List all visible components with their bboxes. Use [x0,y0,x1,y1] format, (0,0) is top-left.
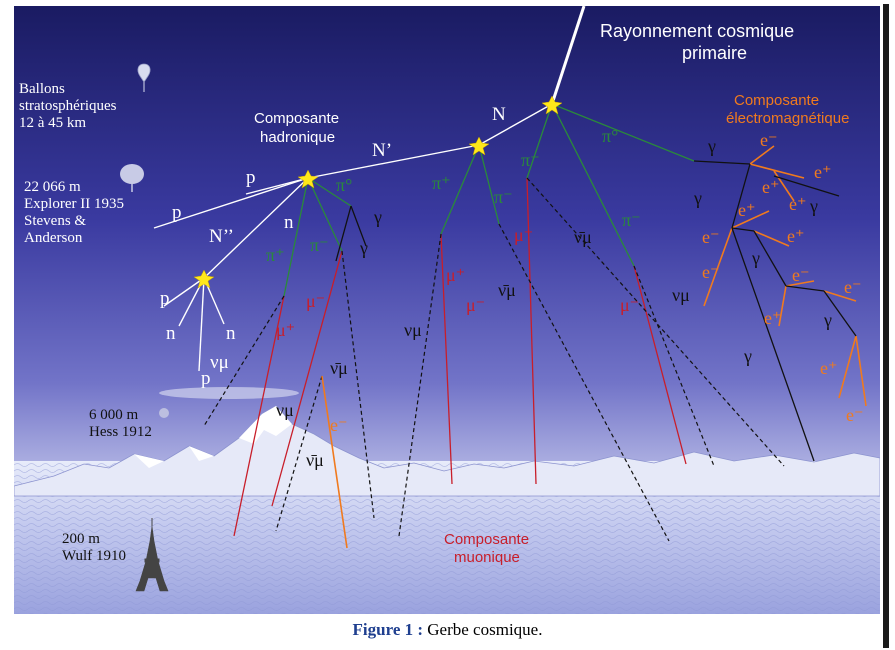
hess-balloon-icon [159,408,169,418]
wulf-label-line2: Wulf 1910 [62,548,126,564]
muonic-component-line2: muonique [454,549,520,566]
particle-pi-plus-2: π⁺ [266,245,285,265]
hadronic-tracks [153,103,553,372]
particle-e-minus-2: e⁻ [702,227,720,247]
particle-mu-minus-2: μ⁻ [466,295,485,315]
particle-e-plus-5: e⁺ [787,226,805,246]
explorer-label-line1: 22 066 m [24,179,81,195]
particle-pi-plus-1: π⁺ [432,173,451,193]
cosmic-shower-figure: Rayonnement cosmique primaire Composante… [14,6,880,614]
particle-p-2: p [172,202,182,223]
particle-nu-mu-bar-4: ν̄μ [306,450,324,470]
particle-e-minus-6: e⁻ [846,405,864,425]
cloud [159,387,299,399]
balloon-icon [137,63,151,92]
particle-nu-mu-4: νμ [276,400,294,420]
particle-gamma-2: γ [373,207,382,227]
particle-pi-minus-3: π⁻ [622,210,641,230]
muonic-component-line1: Composante [444,531,529,548]
particle-gamma-6: γ [751,248,760,268]
particle-e-plus-4: e⁺ [789,194,807,214]
particle-nu-mu-1: νμ [210,352,229,373]
hadronic-component-line2: hadronique [260,129,335,146]
particle-nu-mu-bar-2: ν̄μ [498,280,516,300]
figure-caption: Figure 1 : Gerbe cosmique. [0,620,895,640]
muon-tracks [233,177,687,537]
hadronic-component-line1: Composante [254,110,339,127]
particle-e-plus-6: e⁺ [764,308,782,328]
particle-e-minus-4: e⁻ [792,265,810,285]
particle-p-1: p [246,167,256,188]
particle-nu-mu-2: νμ [404,320,422,340]
em-component-line2: électromagnétique [726,110,849,127]
particle-mu-plus-3: μ⁺ [446,265,465,285]
particle-e-minus-5: e⁻ [844,277,862,297]
primary-ray-label-line1: Rayonnement cosmique [600,21,794,41]
explorer-label-line2: Explorer II 1935 [24,196,124,212]
pion-tracks [283,103,695,297]
page-right-border [883,4,889,648]
particle-pi0-2: π° [336,175,352,195]
figure-number: Figure 1 : [352,620,424,639]
explorer-label-line4: Anderson [24,230,83,246]
particle-gamma-8: γ [743,346,752,366]
balloons-label-line2: stratosphériques [19,98,117,114]
eiffel-tower-icon [135,518,169,592]
particle-nu-mu-3: νμ [672,285,690,305]
particle-mu-plus-1: μ⁺ [276,320,295,340]
particle-n-1: n [284,212,294,233]
particle-e-plus-7: e⁺ [820,358,838,378]
particle-mu-minus-3: μ⁻ [620,295,639,315]
particle-p-4: p [201,368,211,389]
gamma-tracks [335,160,857,462]
particle-N-prime: N’ [372,140,392,161]
particle-e-plus-3: e⁺ [738,200,756,220]
mountain-range [14,405,880,497]
particle-gamma-4: γ [693,188,702,208]
particle-e-minus-3: e⁻ [702,262,720,282]
primary-ray [550,6,586,105]
particle-nu-mu-bar-1: ν̄μ [574,227,592,247]
particle-e-plus-1: e⁺ [814,162,832,182]
particle-N: N [492,104,506,125]
particle-n-3: n [226,323,236,344]
primary-ray-label-line2: primaire [682,43,747,63]
particle-mu-minus-1: μ⁻ [306,291,325,311]
particle-gamma-1: γ [707,136,716,156]
em-component-line1: Composante [734,92,819,109]
particle-gamma-3: γ [359,238,368,258]
particle-N-double-prime: N’’ [209,226,234,247]
particle-e-minus-1: e⁻ [760,130,778,150]
electron-tracks [321,145,867,549]
wulf-label-line1: 200 m [62,531,100,547]
particle-pi-minus-4: π⁻ [310,235,329,255]
particle-e-minus-7: e⁻ [330,415,348,435]
balloons-label-line3: 12 à 45 km [19,115,86,131]
particle-gamma-5: γ [809,196,818,216]
balloons-label-line1: Ballons [19,81,65,97]
particle-pi-minus-1: π⁻ [521,150,540,170]
particle-e-plus-2: e⁺ [762,177,780,197]
particle-p-3: p [160,288,170,309]
explorer-label-line3: Stevens & [24,213,86,229]
particle-mu-plus-2: μ⁺ [514,225,533,245]
explorer-balloon-icon [120,164,144,192]
interaction-points [193,95,563,289]
particle-pi0-1: π° [602,126,618,146]
particle-gamma-7: γ [823,310,832,330]
hess-label-line2: Hess 1912 [89,424,152,440]
particle-pi-minus-2: π⁻ [494,187,513,207]
particle-n-2: n [166,323,176,344]
particle-nu-mu-bar-3: ν̄μ [330,358,348,378]
hess-label-line1: 6 000 m [89,407,139,423]
neutrino-tracks [203,177,785,542]
figure-caption-text: Gerbe cosmique. [423,620,543,639]
